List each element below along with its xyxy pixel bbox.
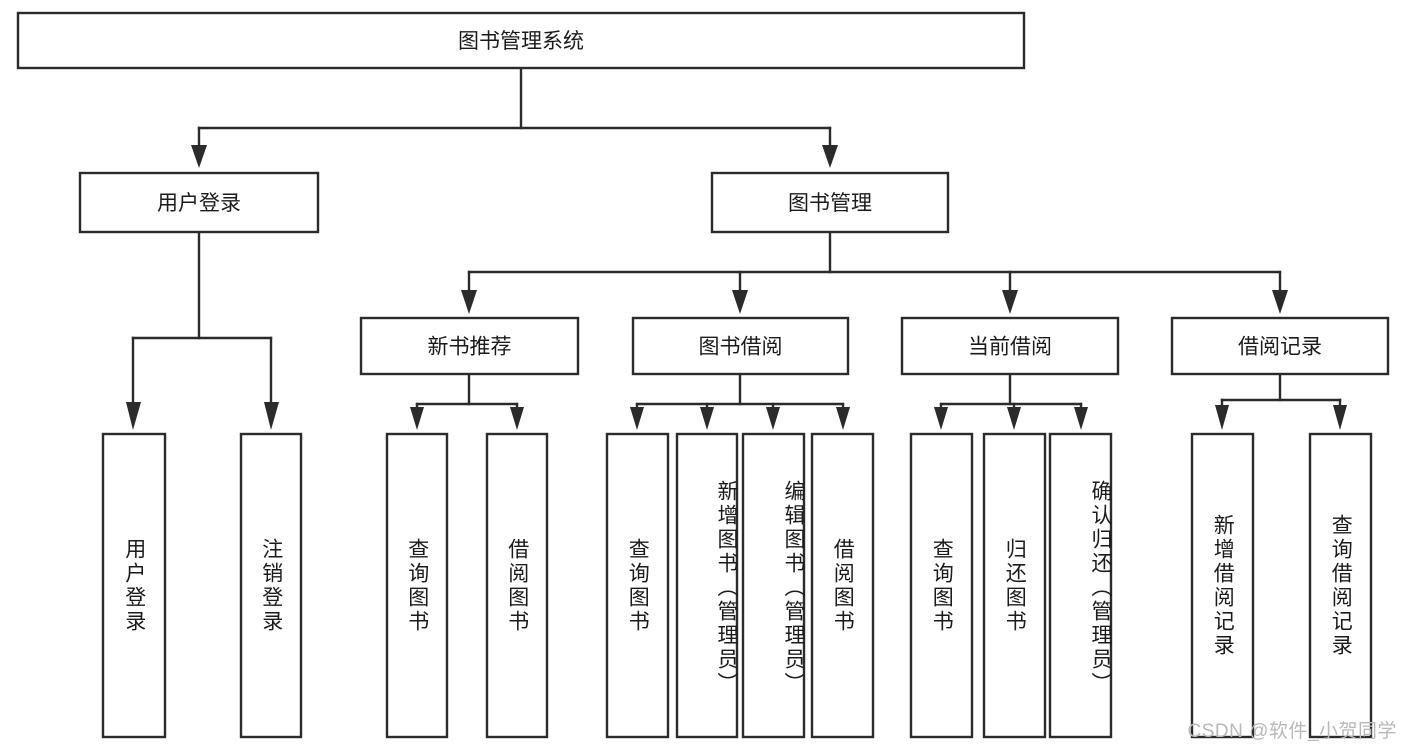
arrow-br-leaf-1 [1215,405,1229,430]
arrow-bb-leaf-2 [700,407,714,430]
arrow-cb-leaf-1 [934,407,948,430]
arrow-bm-to-borrow-record [1272,290,1288,314]
leaf-borrow-book-1-box[interactable] [485,432,549,739]
node-current-borrow-box[interactable] [900,316,1120,376]
arrow-user-login-leaf-2 [264,402,279,430]
leaf-edit-book-admin-box[interactable] [741,432,806,739]
node-borrow-record[interactable]: 借阅记录 [1170,316,1390,376]
arrow-bm-to-new-book-recommend [461,290,477,314]
arrow-root-to-book-management [822,145,838,168]
arrow-bb-leaf-3 [766,407,780,430]
connector-group-root [191,66,838,168]
leaf-user-login-box[interactable] [101,432,167,739]
node-current-borrow-label: 当前借阅 [968,336,1052,359]
arrow-cb-leaf-2 [1007,407,1021,430]
node-new-book-recommend[interactable]: 新书推荐 [359,316,580,376]
node-book-borrow[interactable]: 图书借阅 [631,316,850,376]
arrow-bm-to-book-borrow [732,290,748,314]
leaf-user-logout-box[interactable] [239,432,303,739]
arrow-br-leaf-2 [1333,405,1347,430]
connector-group-borrow-record [1215,372,1347,430]
leaf-query-book-1-box[interactable] [385,432,449,739]
node-borrow-record-label: 借阅记录 [1238,336,1322,359]
node-user-login[interactable]: 用户登录 [78,171,320,234]
arrow-root-to-user-login [191,145,207,168]
arrow-cb-leaf-3 [1074,407,1088,430]
node-root[interactable]: 图书管理系统 [16,11,1026,70]
node-user-login-label: 用户登录 [157,192,241,215]
node-current-borrow[interactable]: 当前借阅 [900,316,1120,376]
node-root-box[interactable] [16,11,1026,70]
node-new-book-recommend-box[interactable] [359,316,580,376]
connector-group-current-borrow [934,372,1088,430]
leaf-borrow-book-2-box[interactable] [810,432,875,739]
node-borrow-record-box[interactable] [1170,316,1390,376]
arrow-user-login-leaf-1 [126,402,141,430]
leaf-add-borrow-record-box[interactable] [1190,432,1255,739]
node-new-book-recommend-label: 新书推荐 [428,336,512,359]
leaf-query-book-3-box[interactable] [909,432,974,739]
connector-group-new-book-recommend [410,372,524,430]
node-user-login-box[interactable] [78,171,320,234]
arrow-bb-leaf-4 [836,407,850,430]
connector-group-user-login [126,230,279,430]
connector-group-book-management [461,230,1288,314]
leaf-query-book-2-box[interactable] [605,432,670,739]
arrow-bb-leaf-1 [630,407,644,430]
connector-group-book-borrow [630,372,850,430]
arrow-bm-to-current-borrow [1002,290,1018,314]
leaf-confirm-return-admin-box[interactable] [1048,432,1113,739]
leaf-add-book-admin-box[interactable] [675,432,739,739]
node-book-management[interactable]: 图书管理 [710,171,950,234]
csdn-watermark: CSDN @软件_小贺同学 [1187,721,1397,742]
leaf-return-book-box[interactable] [982,432,1047,739]
leaf-boxes [101,432,1373,739]
arrow-nbr-leaf-2 [510,407,524,430]
node-book-borrow-label: 图书借阅 [699,336,783,359]
arrow-nbr-leaf-1 [410,407,424,430]
leaf-query-borrow-record-box[interactable] [1308,432,1373,739]
node-root-label: 图书管理系统 [458,30,584,53]
node-book-management-box[interactable] [710,171,950,234]
node-book-borrow-box[interactable] [631,316,850,376]
node-book-management-label: 图书管理 [788,192,872,215]
